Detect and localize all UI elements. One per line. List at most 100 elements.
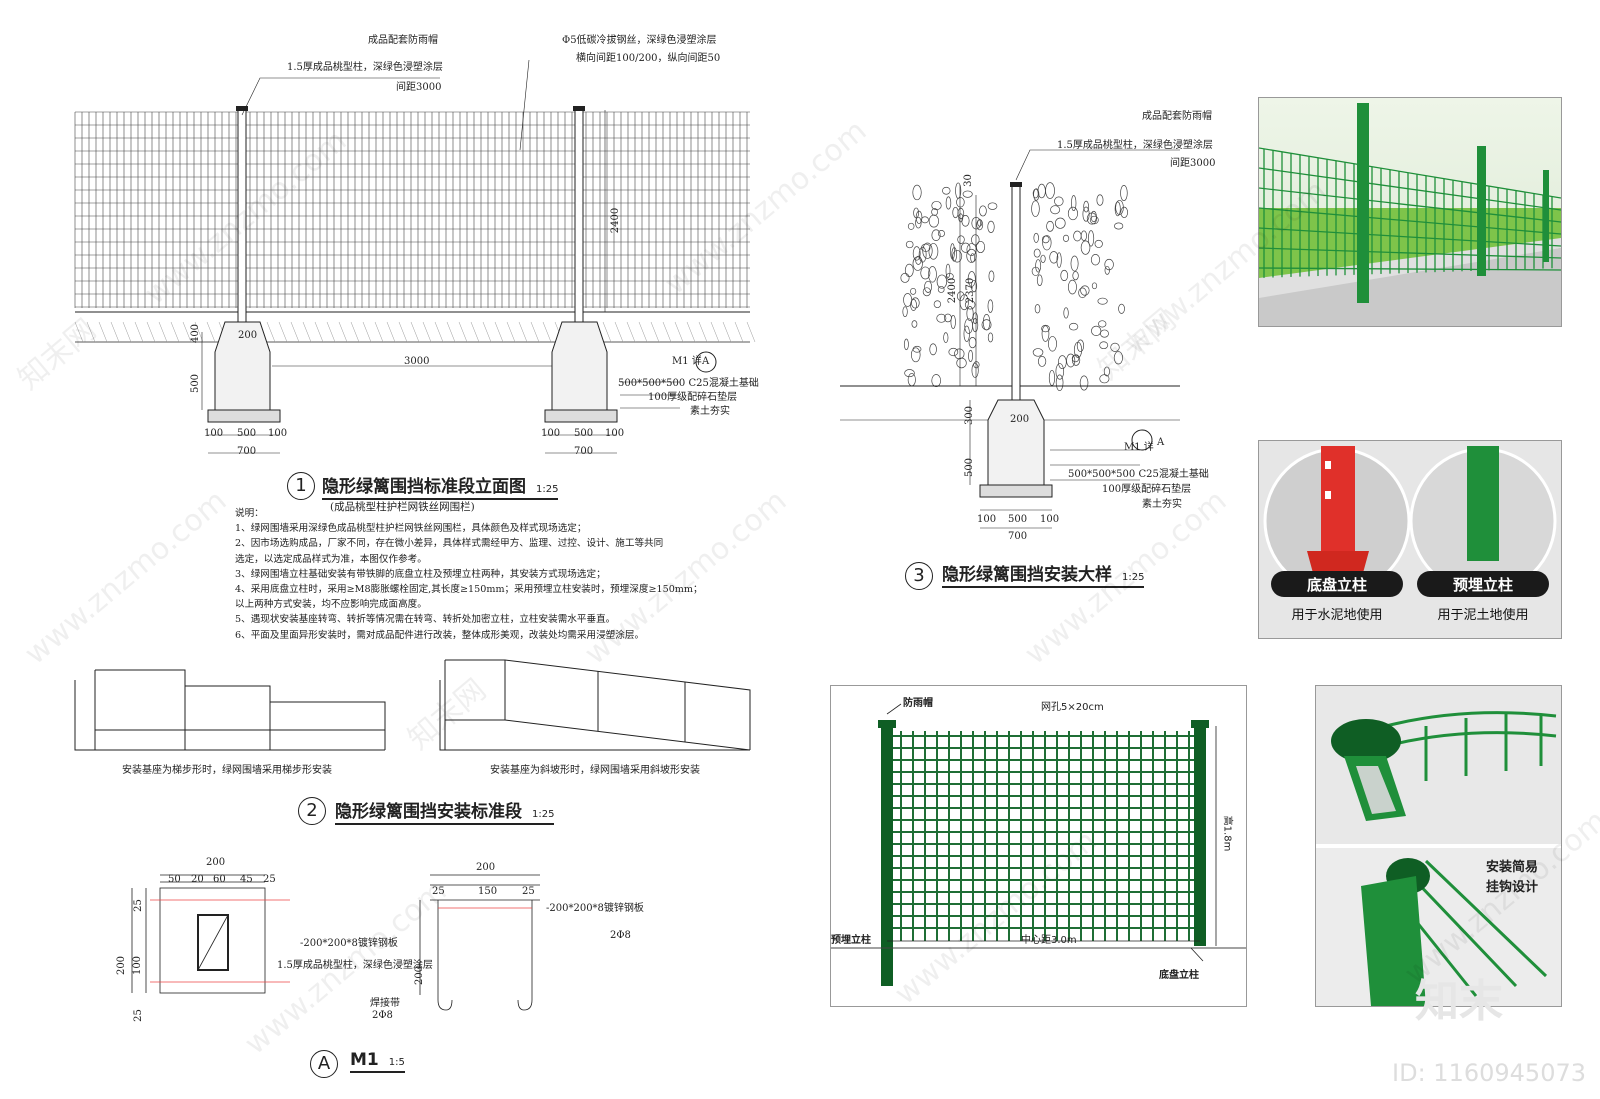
m1-dim-top-3: 60 bbox=[213, 874, 226, 885]
panel-cap-label: 防雨帽 bbox=[903, 698, 933, 709]
dim-100b: 100 bbox=[268, 428, 288, 439]
title-circle-1: 1 bbox=[287, 472, 315, 500]
detail-found-2: 100厚级配碎石垫层 bbox=[1102, 484, 1192, 495]
dim-span: 3000 bbox=[404, 356, 430, 367]
detail-dim-700: 700 bbox=[1008, 531, 1028, 542]
dim-100c: 100 bbox=[541, 428, 561, 439]
hook-line-1: 安装简易 bbox=[1486, 860, 1539, 875]
detail-dim-2400: 2400 bbox=[947, 277, 959, 304]
detail-dim-100b: 100 bbox=[1040, 514, 1060, 525]
detail-dim-100a: 100 bbox=[977, 514, 997, 525]
dim-200: 200 bbox=[238, 330, 258, 341]
watermark: www.znzmo.com bbox=[18, 483, 234, 672]
note-line: 选定，以选定成品样式为准，本图仅作参考。 bbox=[235, 553, 427, 565]
posts-photo: 底盘立柱 预埋立柱 用于水泥地使用 用于泥土地使用 bbox=[1258, 440, 1562, 639]
callout-post: 1.5厚成品桃型柱，深绿色浸塑涂层 bbox=[287, 62, 443, 73]
detail-dim-300: 300 bbox=[964, 405, 976, 426]
dim-500b: 500 bbox=[237, 428, 257, 439]
base-post-title: 底盘立柱 bbox=[1306, 576, 1367, 594]
note-line: 3、绿网围墙立柱基础安装有带铁脚的底盘立柱及预埋立柱两种，其安装方式现场选定； bbox=[235, 568, 606, 580]
dim-700: 700 bbox=[237, 446, 257, 457]
detail-callout-post: 1.5厚成品桃型柱，深绿色浸塑涂层 bbox=[1057, 140, 1213, 151]
note-line: 5、遇现状安装基座转弯、转折等情况需在转弯、转折处加密立柱，立柱安装需水平垂直。 bbox=[235, 614, 616, 626]
m1-post-note: 1.5厚成品桃型柱，深绿色浸塑涂层 bbox=[277, 960, 433, 971]
note-line: 4、采用底盘立柱时，采用≥M8膨胀螺栓固定,其长度≥150mm；采用预埋立柱安装… bbox=[235, 584, 703, 596]
callout-mesh: 横向间距100/200，纵向间距50 bbox=[576, 53, 721, 64]
m1-rebar-note: 2Φ8 bbox=[372, 1010, 393, 1021]
m1-weld-note: 焊接带 bbox=[370, 998, 400, 1009]
embedded-post-sub: 用于泥土地使用 bbox=[1437, 608, 1529, 623]
dim-500: 500 bbox=[190, 373, 202, 394]
m1-drawing bbox=[131, 874, 540, 1011]
panel-embedded-label: 预埋立柱 bbox=[831, 935, 871, 946]
detail-dim-500b: 500 bbox=[1008, 514, 1028, 525]
detail-dim-200: 200 bbox=[1010, 414, 1030, 425]
dim-500c: 500 bbox=[574, 428, 594, 439]
detail-letter: A bbox=[1157, 437, 1165, 448]
note-line: 1、绿网围墙采用深绿色成品桃型柱护栏网铁丝网围栏，具体颜色及样式现场选定； bbox=[235, 523, 587, 535]
note-line: 6、平面及里面异形安装时，需对成品配件进行改装，整体成形美观，改装处均需采用浸塑… bbox=[235, 629, 645, 641]
notes-heading: 说明： bbox=[235, 508, 264, 519]
dim-100d: 100 bbox=[605, 428, 625, 439]
elevation-subtitle: (成品桃型柱护栏网铁丝网围栏) bbox=[330, 501, 475, 513]
dim-height: 2400 bbox=[610, 207, 622, 234]
title-circle-2: 2 bbox=[298, 797, 326, 825]
m1-dim-top-4: 45 bbox=[240, 874, 253, 885]
detail-callout-cap: 成品配套防雨帽 bbox=[1142, 111, 1212, 122]
dim-100a: 100 bbox=[204, 428, 224, 439]
hook-line-2: 挂钩设计 bbox=[1486, 880, 1539, 895]
callout-cap: 成品配套防雨帽 bbox=[368, 35, 438, 46]
m1-dim-side-5: 25 bbox=[132, 1009, 144, 1022]
detail-ref: M1 详 bbox=[672, 356, 702, 367]
panel-mesh-label: 网孔5×20cm bbox=[1041, 702, 1104, 713]
foundation-note-1: 500*500*500 C25混凝土基础 bbox=[618, 378, 759, 389]
m1-dim-top-5: 25 bbox=[263, 874, 276, 885]
foundation-note-3: 素土夯实 bbox=[690, 406, 730, 417]
slope-caption: 安装基座为斜坡形时，绿网围墙采用斜坡形安装 bbox=[490, 765, 700, 776]
m1-sec-dim-200: 200 bbox=[476, 862, 496, 873]
m1-title-circle: A bbox=[310, 1050, 338, 1078]
brand-logo: 知末 bbox=[1415, 976, 1503, 1027]
m1-sec-dim-3: 25 bbox=[522, 886, 535, 897]
elevation-drawing bbox=[74, 60, 756, 454]
m1-dim-200: 200 bbox=[206, 857, 226, 868]
m1-sec-dim-1: 25 bbox=[432, 886, 445, 897]
fence-photo bbox=[1258, 97, 1562, 327]
detail-letter: A bbox=[702, 356, 710, 367]
note-line: 以上两种方式安装，均不应影响完成面高度。 bbox=[235, 599, 427, 611]
detail-found-1: 500*500*500 C25混凝土基础 bbox=[1068, 469, 1209, 480]
m1-dim-top-2: 20 bbox=[191, 874, 204, 885]
callout-spacing: 间距3000 bbox=[396, 82, 442, 93]
panel-height-label: 高1.8m bbox=[1221, 815, 1233, 852]
m1-sec-rebar: 2Φ8 bbox=[610, 930, 631, 941]
panel-illustration: 防雨帽 网孔5×20cm 高1.8m 预埋立柱 中心距3.0m 底盘立柱 bbox=[830, 685, 1247, 1007]
image-id: ID: 1160945073 bbox=[1392, 1059, 1586, 1087]
hook-photo: 安装简易 挂钩设计 bbox=[1315, 685, 1562, 1007]
embedded-post-title: 预埋立柱 bbox=[1452, 576, 1513, 594]
dim-400: 400 bbox=[190, 323, 202, 344]
m1-plate-note: -200*200*8镀锌钢板 bbox=[300, 938, 398, 949]
detail-dim-500: 500 bbox=[964, 457, 976, 478]
detail-dim-2370: 2370 bbox=[965, 277, 977, 304]
panel-base-label: 底盘立柱 bbox=[1159, 970, 1199, 981]
m1-dim-side-3: 100 bbox=[132, 955, 144, 976]
stair-caption: 安装基座为梯步形时，绿网围墙采用梯步形安装 bbox=[122, 765, 332, 776]
m1-sec-side: 200 bbox=[414, 965, 426, 986]
dim-700b: 700 bbox=[574, 446, 594, 457]
detail-found-3: 素土夯实 bbox=[1142, 499, 1182, 510]
notes-block: 说明： 1、绿网围墙采用深绿色成品桃型柱护栏网铁丝网围栏，具体颜色及样式现场选定… bbox=[235, 506, 703, 643]
base-post-sub: 用于水泥地使用 bbox=[1291, 608, 1383, 623]
m1-dim-side-total: 200 bbox=[116, 955, 128, 976]
foundation-note-2: 100厚级配碎石垫层 bbox=[648, 392, 738, 403]
detail-ref: M1 详 bbox=[1124, 442, 1154, 453]
detail-drawing bbox=[840, 149, 1180, 529]
install-drawing bbox=[74, 659, 751, 751]
m1-sec-dim-2: 150 bbox=[478, 886, 498, 897]
note-line: 2、因市场选购成品，厂家不同，存在微小差异，具体样式需经甲方、监理、过控、设计、… bbox=[235, 538, 664, 550]
title-circle-3: 3 bbox=[905, 562, 933, 590]
detail-callout-spacing: 间距3000 bbox=[1170, 158, 1216, 169]
